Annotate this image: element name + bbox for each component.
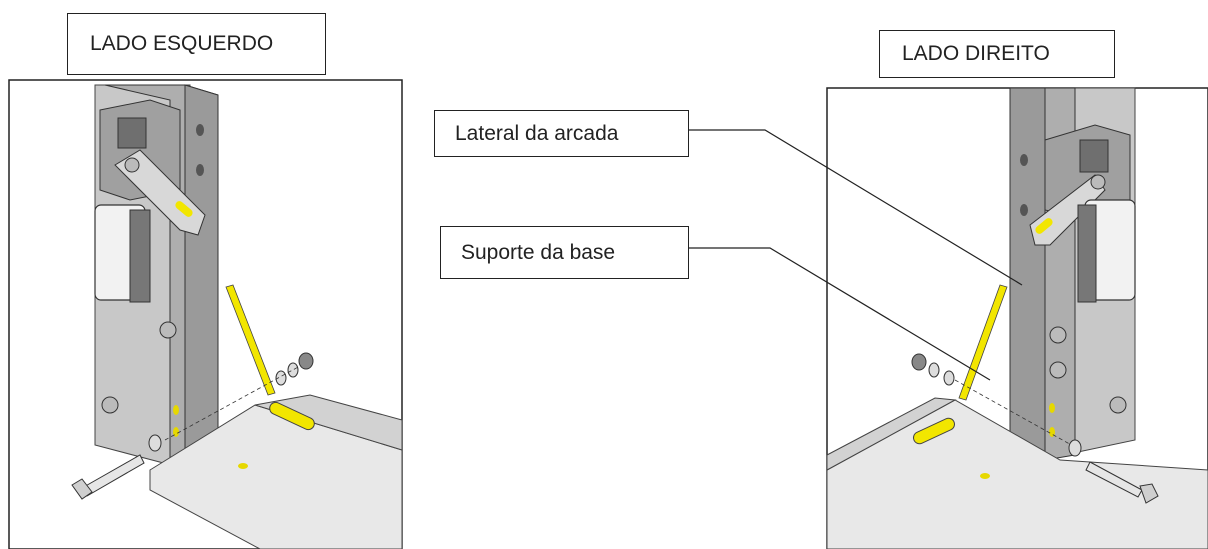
right-base-hole xyxy=(980,473,990,479)
left-lever-slot xyxy=(175,201,193,217)
right-post-hole xyxy=(1049,403,1055,413)
right-side-label: LADO DIREITO xyxy=(879,30,1115,78)
right-switch-side xyxy=(1077,204,1097,303)
callout-base-support-text: Suporte da base xyxy=(461,240,616,264)
left-base-slot xyxy=(269,401,315,431)
right-post-hole xyxy=(1049,427,1055,437)
left-washer xyxy=(275,370,287,386)
right-post-side xyxy=(1009,87,1046,461)
right-washer xyxy=(943,370,955,386)
right-bracket-slot xyxy=(1079,139,1109,173)
leader-base-support xyxy=(689,247,991,381)
leader-arch-side xyxy=(689,129,1023,286)
left-base-support-edge xyxy=(225,284,276,396)
right-side-label-text: LADO DIREITO xyxy=(902,42,1050,65)
right-lever-pivot xyxy=(1090,174,1106,190)
left-bolt-head-hex xyxy=(71,478,93,500)
left-panel xyxy=(8,79,403,549)
left-base-hole xyxy=(238,463,248,469)
right-base-flange xyxy=(826,397,957,471)
right-post-hole xyxy=(1020,154,1028,166)
left-side-label-text: LADO ESQUERDO xyxy=(90,32,274,55)
right-panel xyxy=(826,87,1208,549)
right-bolt-head-hex xyxy=(1139,483,1159,504)
right-washer xyxy=(928,362,940,378)
left-nut xyxy=(298,352,314,370)
callout-base-support: Suporte da base xyxy=(440,226,689,279)
left-post-hole xyxy=(196,124,204,136)
left-washer xyxy=(287,362,299,378)
left-post-side xyxy=(184,84,219,471)
right-nut xyxy=(911,353,927,371)
left-lever xyxy=(114,149,206,236)
left-washer xyxy=(148,434,162,452)
right-bolt-head xyxy=(1049,361,1067,379)
left-side-label: LADO ESQUERDO xyxy=(67,13,326,75)
right-base-slot xyxy=(912,417,956,445)
left-bolt-head xyxy=(159,321,177,339)
left-switch-side xyxy=(129,209,151,303)
right-bolt-head xyxy=(1049,326,1067,344)
left-bolt-head xyxy=(101,396,119,414)
callout-arch-side-text: Lateral da arcada xyxy=(455,121,619,145)
callout-arch-side: Lateral da arcada xyxy=(434,110,689,157)
right-axis-line xyxy=(954,379,1076,448)
right-lever-slot xyxy=(1035,218,1053,234)
right-post-hole xyxy=(1020,204,1028,216)
left-lever-pivot xyxy=(124,157,140,173)
right-bolt-shank xyxy=(1085,461,1143,498)
right-bolt-head xyxy=(1109,396,1127,414)
left-post-hole xyxy=(173,405,179,415)
left-axis-line xyxy=(164,365,301,441)
left-bracket-slot xyxy=(117,117,147,149)
right-base-support-edge xyxy=(958,284,1008,401)
left-post-hole xyxy=(196,164,204,176)
right-washer xyxy=(1068,439,1082,457)
